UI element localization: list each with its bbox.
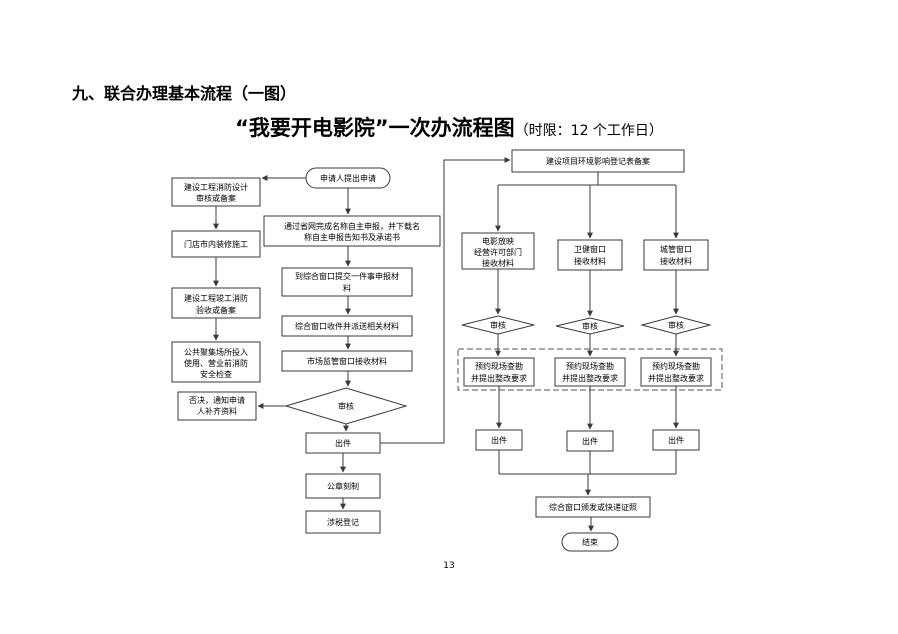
end-box (561, 532, 619, 552)
safety-check-line2: 使用、营业前消防 (184, 358, 248, 368)
health-receive-box (557, 239, 623, 271)
end-label: 结束 (582, 537, 598, 547)
fire-acceptance-line1: 建设工程竣工消防 (184, 293, 248, 303)
health-line1: 卫健窗口 (574, 244, 606, 254)
fire-design-box (171, 177, 261, 207)
tax-box (305, 510, 381, 534)
certificate-label: 综合窗口颁发或快递证照 (549, 502, 637, 512)
safety-check-line3: 安全检查 (200, 369, 232, 379)
film-license-receive-box (461, 232, 535, 270)
market-receive-label: 市场监管窗口接收材料 (307, 356, 387, 366)
env-record-label: 建设项目环境影响登记表备案 (546, 156, 650, 166)
film-review-label: 审核 (490, 320, 506, 330)
apply-label: 申请人提出申请 (320, 173, 376, 183)
health-issue-label: 出件 (582, 436, 598, 446)
reject-box (177, 391, 257, 421)
issue-label: 出件 (335, 438, 351, 448)
dispatch-box (281, 315, 413, 337)
health-inspect-line2: 并提出整改要求 (562, 373, 618, 383)
film-review-diamond (461, 315, 535, 335)
online-declare-box (263, 215, 441, 247)
health-review-label: 审核 (582, 321, 598, 331)
health-inspect-line1: 预约现场查勘 (566, 361, 614, 371)
fire-acceptance-box (171, 287, 261, 319)
decoration-label: 门店市内装修施工 (184, 239, 248, 249)
safety-check-box (171, 341, 261, 383)
film-license-line2: 经营许可部门 (474, 247, 522, 257)
film-license-line3: 接收材料 (482, 258, 514, 268)
right-branch: 建设项目环境影响登记表备案 电影放映 经营许可部门 接收材料 卫健窗口 接收材料… (457, 149, 723, 552)
urban-inspect-line1: 预约现场查勘 (652, 361, 700, 371)
online-declare-line1: 通过省网完成名称自主申报，并下载名 (284, 221, 420, 231)
diagram-title-main: “我要开电影院”一次办流程图 (235, 116, 515, 140)
health-review-diamond (555, 317, 625, 335)
diagram-title-timelimit: （时限：12 个工作日） (514, 123, 663, 139)
diagram-title: “我要开电影院”一次办流程图（时限：12 个工作日） (0, 112, 898, 142)
review-diamond (284, 387, 408, 425)
urban-mgmt-line1: 城管窗口 (660, 244, 692, 254)
left-branch: 建设工程消防设计 审核或备案 门店市内装修施工 建设工程竣工消防 验收或备案 公… (171, 175, 308, 421)
urban-issue-label: 出件 (668, 435, 684, 445)
decoration-box (171, 230, 261, 258)
seal-label: 公章刻制 (327, 481, 359, 491)
urban-mgmt-line2: 接收材料 (660, 256, 692, 266)
urban-review-label: 审核 (668, 320, 684, 330)
dispatch-label: 综合窗口收件并派送相关材料 (295, 321, 399, 331)
section-heading: 九、联合办理基本流程（一图） (72, 84, 297, 103)
urban-mgmt-receive-box (643, 239, 709, 271)
center-branch: 申请人提出申请 通过省网完成名称自主申报，并下载名 称自主申报告知书及承诺书 到… (263, 157, 511, 534)
submit-materials-box (281, 267, 413, 297)
reject-line1: 否决，通知申请 (189, 395, 245, 405)
review-label: 审核 (338, 401, 354, 411)
film-license-line1: 电影放映 (482, 236, 514, 246)
market-receive-box (281, 350, 413, 372)
film-inspect-box (463, 357, 535, 387)
seal-box (305, 473, 381, 499)
urban-inspect-box (640, 357, 712, 387)
safety-check-line1: 公共聚集场所投入 (184, 347, 248, 357)
urban-inspect-line2: 并提出整改要求 (648, 373, 704, 383)
urban-review-diamond (640, 315, 712, 335)
health-inspect-box (554, 357, 626, 387)
film-inspect-line1: 预约现场查勘 (475, 361, 523, 371)
fire-design-line2: 审核或备案 (196, 193, 236, 203)
fire-design-line1: 建设工程消防设计 (184, 182, 248, 192)
film-inspect-line2: 并提出整改要求 (471, 373, 527, 383)
online-declare-line2: 称自主申报告知书及承诺书 (304, 232, 400, 242)
submit-materials-line2: 料 (343, 283, 351, 293)
tax-label: 涉税登记 (327, 517, 359, 527)
page-number: 13 (443, 561, 455, 571)
fire-acceptance-line2: 验收或备案 (196, 305, 236, 315)
health-line2: 接收材料 (574, 256, 606, 266)
film-issue-label: 出件 (491, 435, 507, 445)
reject-line2: 人补齐资料 (197, 406, 237, 416)
submit-materials-line1: 到综合窗口提交一件事申报材 (295, 271, 399, 281)
certificate-box (535, 496, 651, 518)
